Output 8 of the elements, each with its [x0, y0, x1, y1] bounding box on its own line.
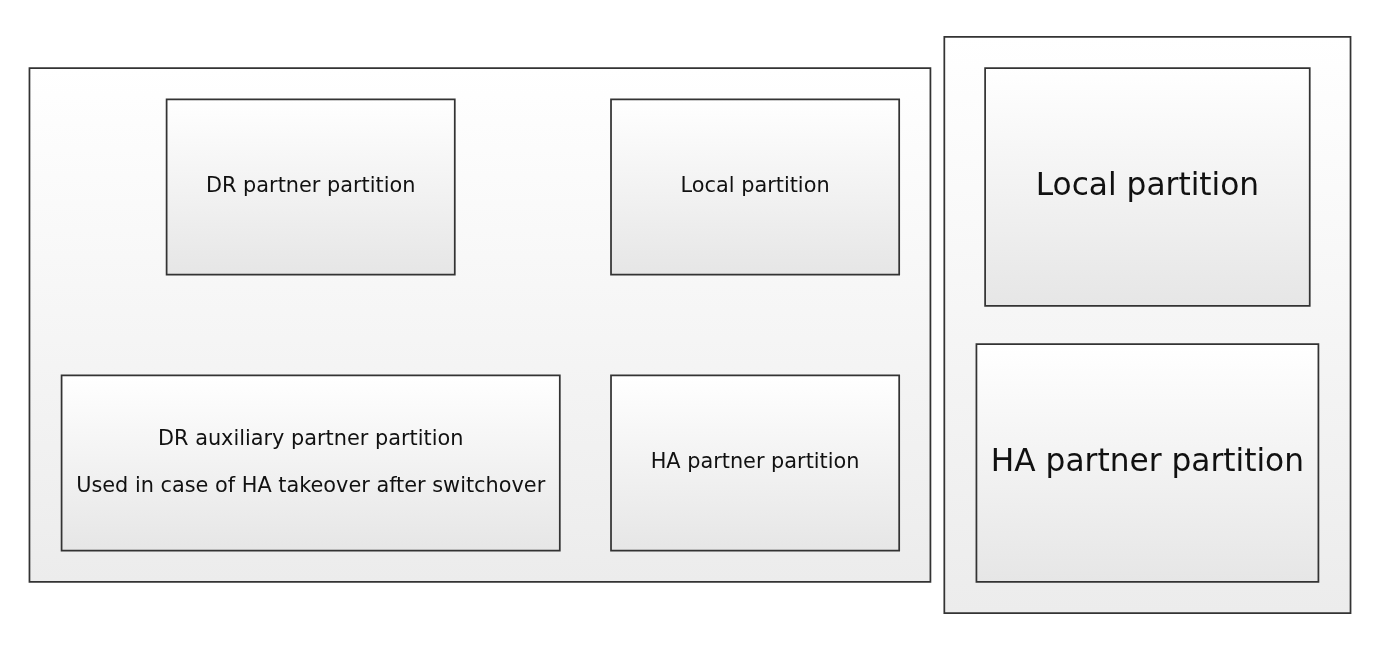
cluster	[943, 35, 1352, 615]
cluster	[28, 67, 932, 583]
node-box: Local partition	[984, 67, 1311, 307]
node-box: Local partition	[610, 98, 901, 276]
node-box: DR auxiliary partner partition Used in case of HA takeover after switchover	[60, 374, 561, 552]
node-box: HA partner partition	[975, 343, 1320, 583]
node-box: HA partner partition	[610, 374, 901, 552]
node-box: DR partner partition	[165, 98, 456, 276]
